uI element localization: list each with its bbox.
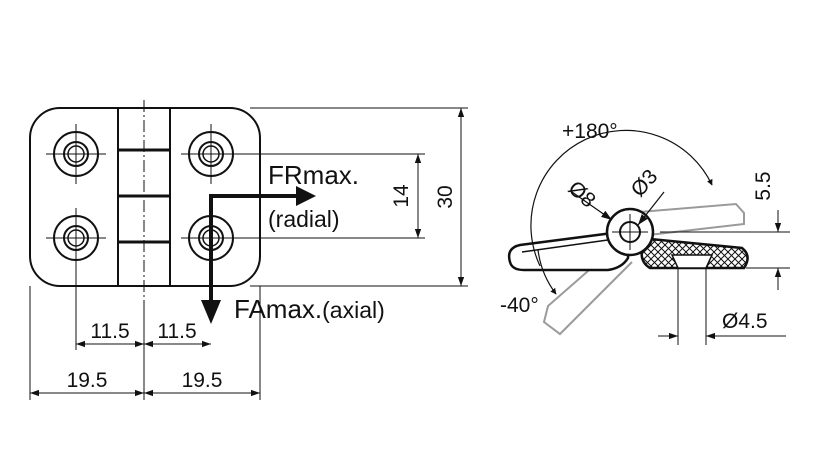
radial-arrowhead xyxy=(296,186,316,206)
thickness-dimension xyxy=(660,210,790,290)
hole-dia-dimension xyxy=(658,268,786,345)
open-leaf-ghost xyxy=(627,202,745,237)
dim-height: 30 xyxy=(434,185,457,208)
force-path xyxy=(209,194,300,318)
dim-hole-spacing: 14 xyxy=(390,184,413,208)
force-arrows xyxy=(201,186,316,324)
close-angle-arc xyxy=(537,249,557,295)
front-dimension-lines xyxy=(29,107,468,400)
dia-outer-leader xyxy=(571,191,613,221)
hole-bottom-left xyxy=(46,208,106,268)
dim-inner-left: 11.5 xyxy=(90,320,129,343)
countersink-hole xyxy=(670,254,714,269)
hole-dia-label: Ø4.5 xyxy=(722,310,768,333)
close-angle-label: -40° xyxy=(500,294,539,317)
axial-arrowhead xyxy=(201,300,221,324)
thickness-label: 5.5 xyxy=(752,171,775,200)
radial-force-label: FRmax. xyxy=(268,160,359,190)
hinge-side-view xyxy=(507,129,790,345)
axial-force-label: FAmax.(axial) xyxy=(234,294,385,324)
hole-top-left xyxy=(46,124,106,184)
radial-force-sublabel: (radial) xyxy=(268,206,340,232)
hinge-front-view xyxy=(29,100,261,300)
hole-top-right xyxy=(181,124,241,184)
dia-pin-leader xyxy=(637,191,665,226)
closed-leaf-ghost xyxy=(542,249,633,336)
dim-inner-right: 11.5 xyxy=(157,320,196,343)
dim-outer-right: 19.5 xyxy=(182,369,223,392)
open-angle-label: +180° xyxy=(562,120,618,143)
left-leaf-edge xyxy=(521,237,623,253)
dim-outer-left: 19.5 xyxy=(67,369,108,392)
open-angle-arc xyxy=(530,129,713,267)
dia-pin-label: Ø3 xyxy=(627,165,663,201)
